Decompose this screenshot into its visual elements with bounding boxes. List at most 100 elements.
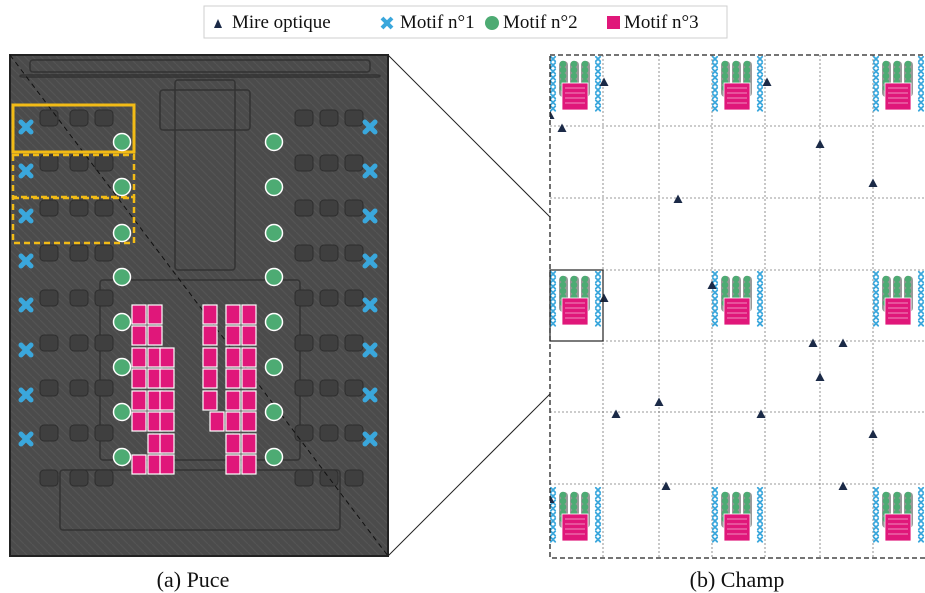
circle-marker <box>904 503 912 511</box>
square-marker <box>209 411 225 432</box>
cross-marker <box>917 517 925 525</box>
circle-marker <box>882 287 890 295</box>
square-marker <box>159 411 175 432</box>
circle-icon <box>485 16 499 30</box>
circle-marker <box>732 503 740 511</box>
circle-marker <box>743 503 751 511</box>
cross-marker <box>18 119 34 135</box>
chip-block <box>99 279 301 461</box>
circle-marker <box>743 497 751 505</box>
cross-marker <box>872 530 880 537</box>
square-marker <box>131 325 147 346</box>
cross-marker <box>756 295 764 302</box>
cross-marker <box>594 308 602 315</box>
chip-pad <box>94 199 114 217</box>
circle-marker <box>581 281 589 289</box>
chip-pad <box>344 379 364 397</box>
chip-pad <box>39 289 59 307</box>
circle-marker <box>570 503 578 511</box>
circle-marker <box>743 281 751 289</box>
triangle-marker <box>756 409 766 418</box>
square-marker <box>159 390 175 411</box>
square-marker <box>723 297 751 326</box>
circle-marker <box>732 281 740 289</box>
chip-pad <box>94 154 114 172</box>
triangle-marker <box>661 481 671 490</box>
caption-field: (b) Champ <box>690 567 785 592</box>
chip-pad <box>39 379 59 397</box>
chip-pad <box>344 289 364 307</box>
circle-marker <box>904 281 912 289</box>
square-icon <box>607 16 620 29</box>
chip-block <box>174 79 236 271</box>
circle-marker <box>570 60 578 68</box>
circle-marker <box>882 497 890 505</box>
chip-texture <box>19 59 381 531</box>
field-panel <box>549 54 925 559</box>
chip-pad <box>94 244 114 262</box>
cross-marker <box>917 530 925 537</box>
circle-marker <box>264 402 284 422</box>
legend-item-mire: Mire optique <box>214 12 331 33</box>
cross-marker <box>756 505 764 512</box>
chip-pad <box>344 334 364 352</box>
cross-marker <box>594 99 602 106</box>
cross-marker <box>711 80 719 87</box>
square-marker <box>131 347 147 368</box>
chip-pad <box>294 154 314 172</box>
square-marker <box>884 513 912 542</box>
triangle-marker <box>550 110 555 119</box>
triangle-marker <box>762 77 772 86</box>
cross-marker <box>917 68 925 75</box>
circle-marker <box>882 503 890 511</box>
chip-pad <box>319 199 339 217</box>
square-marker <box>225 304 241 325</box>
legend-box <box>203 5 728 39</box>
cross-marker <box>917 99 925 106</box>
cross-marker <box>550 68 557 75</box>
triangle-marker <box>673 194 683 203</box>
chip-pad <box>319 424 339 442</box>
circle-marker <box>581 287 589 295</box>
chip-block <box>29 59 371 73</box>
cross-marker <box>756 270 764 278</box>
chip-pad <box>294 334 314 352</box>
square-marker <box>147 304 163 325</box>
cross-marker <box>711 74 719 81</box>
cross-marker <box>594 505 602 512</box>
circle-marker <box>893 497 901 505</box>
cross-marker <box>917 277 925 284</box>
cross-marker <box>362 163 378 179</box>
chip-pad <box>294 469 314 487</box>
circle-marker <box>882 275 890 283</box>
cross-marker <box>711 270 719 278</box>
circle-marker <box>893 281 901 289</box>
cross-marker <box>872 62 880 69</box>
cross-marker <box>594 295 602 302</box>
cross-marker <box>18 253 34 269</box>
chip-pad <box>294 244 314 262</box>
chip-pad <box>39 199 59 217</box>
chip-pad <box>69 424 89 442</box>
circle-marker <box>264 447 284 467</box>
cross-marker <box>550 314 557 321</box>
circle-marker <box>721 281 729 289</box>
chip-pad <box>94 289 114 307</box>
cross-marker <box>872 283 880 290</box>
circle-marker <box>559 281 567 289</box>
mini-die <box>550 270 602 327</box>
cross-marker <box>756 524 764 531</box>
zoom-target-box <box>549 269 604 342</box>
cross-marker <box>594 536 602 543</box>
square-marker <box>241 325 257 346</box>
circle-marker <box>721 497 729 505</box>
cross-marker <box>550 86 557 94</box>
square-marker <box>159 347 175 368</box>
circle-marker <box>264 357 284 377</box>
cross-marker <box>711 530 719 537</box>
square-marker <box>159 368 175 389</box>
circle-marker <box>559 497 567 505</box>
cross-marker <box>872 74 880 81</box>
circle-marker <box>112 267 132 287</box>
chip-pad <box>319 109 339 127</box>
